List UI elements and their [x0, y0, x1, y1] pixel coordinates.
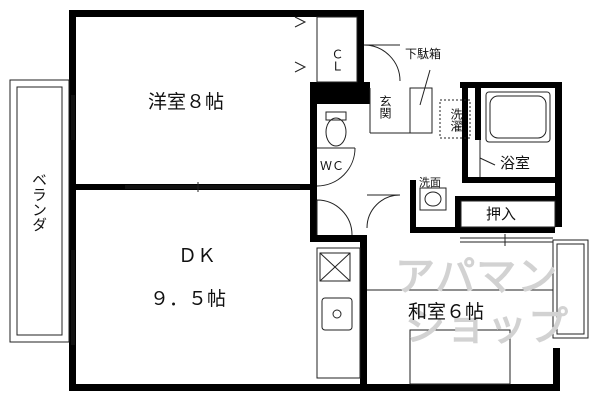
wall-bottom [69, 384, 554, 391]
wall-top-right [460, 82, 562, 88]
watermark-line1: アパマン [395, 254, 558, 300]
wall-laundry-right [475, 88, 481, 140]
wall-kitchen-right [360, 235, 367, 391]
veranda [9, 79, 70, 343]
veranda-label: ベランダ [30, 172, 48, 232]
vertical-labels: ＣＬ 玄関 洗濯 ベランダ [30, 48, 463, 232]
wall-wash-bottom [410, 227, 555, 233]
wall-top-left [69, 10, 364, 17]
washbasin [419, 187, 447, 211]
details [9, 16, 589, 385]
wall-left [69, 10, 76, 391]
shoe-box-label: 下駄箱 [405, 46, 441, 61]
room-closet: 押入 [486, 205, 516, 223]
walls [69, 10, 562, 391]
kitchen-counter [316, 247, 361, 379]
wall-above-wc [310, 82, 370, 104]
wall-bath-bottom [462, 177, 560, 183]
room-japanese: 和室６帖 [408, 301, 484, 323]
bathtub [485, 91, 551, 143]
entrance-label: 玄関 [378, 94, 392, 119]
room-western: 洋室８帖 [148, 91, 224, 113]
closet-cl-label: ＣＬ [330, 48, 344, 72]
wall-wc-column [310, 82, 317, 242]
wall-closet-top [455, 196, 555, 201]
room-dk-title: ＤＫ [178, 245, 216, 267]
stove-vent [319, 252, 351, 282]
watermark-line2: ショップ [405, 304, 569, 350]
wall-cl-right [357, 10, 364, 82]
room-washroom: 洗面 [419, 176, 441, 189]
wall-wash-left [410, 180, 416, 233]
laundry-label: 洗濯 [449, 108, 463, 133]
room-wc: ＷＣ [320, 159, 344, 173]
room-bath: 浴室 [500, 154, 530, 172]
toilet [325, 117, 347, 147]
laundry-space [439, 99, 471, 139]
wall-closet-left [455, 196, 461, 232]
shoe-box [409, 87, 433, 134]
labels: 洋室８帖 ＤＫ ９．５帖 和室６帖 浴室 押入 ＷＣ 洗面 下駄箱 [148, 46, 530, 323]
wall-bath-left [462, 88, 468, 182]
wall-hall [310, 235, 367, 242]
watermark: アパマン ショップ [395, 254, 569, 350]
wall-right-upper [555, 82, 562, 227]
wall-western-dk [76, 184, 316, 190]
room-dk-size: ９．５帖 [150, 288, 226, 310]
wall-right-lower [553, 348, 560, 391]
kitchen-sink [321, 297, 353, 331]
